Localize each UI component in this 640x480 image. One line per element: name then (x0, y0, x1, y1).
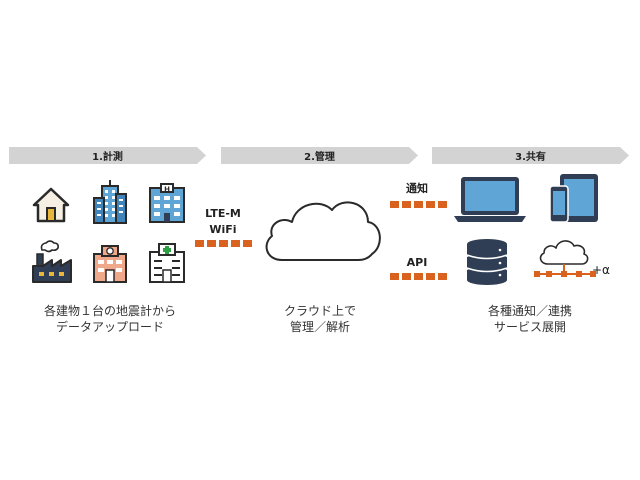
step-measure-banner: 1.計測 (9, 147, 206, 164)
share-caption-line2: サービス展開 (493, 320, 566, 334)
factory-icon (32, 240, 72, 283)
cloud-icon (265, 201, 381, 261)
share-caption-line1: 各種通知／連携 (487, 304, 572, 318)
hospital-building-icon (149, 243, 185, 283)
manage-caption-line2: 管理／解析 (289, 320, 350, 334)
api-connector (390, 273, 447, 280)
measure-caption-line2: データアップロード (55, 320, 164, 334)
manage-caption-line1: クラウド上で (283, 304, 356, 318)
notify-label: 通知 (406, 182, 428, 195)
svg-text:H: H (164, 186, 170, 194)
network-lte-label: LTE-M (205, 207, 241, 220)
step-manage-banner: 2.管理 (221, 147, 418, 164)
notify-connector (390, 201, 447, 208)
api-label: API (406, 256, 428, 269)
office-tower-icon (93, 180, 127, 224)
database-icon (466, 239, 508, 285)
tablet-phone-icon (549, 174, 598, 223)
network-wifi-label: WiFi (209, 223, 237, 236)
share-caption: 各種通知／連携 サービス展開 (470, 303, 590, 335)
clinic-building-icon (93, 245, 127, 283)
step-share-banner: 3.共有 (432, 147, 629, 164)
laptop-icon (454, 177, 526, 222)
plus-alpha-label: +α (592, 263, 610, 277)
network-label: LTE-M WiFi (197, 206, 249, 238)
measure-caption-line1: 各建物１台の地震計から (43, 304, 176, 318)
measure-caption: 各建物１台の地震計から データアップロード (20, 303, 200, 335)
house-icon (32, 187, 70, 223)
cloud-network-icon (534, 240, 596, 277)
hotel-building-icon: H (149, 183, 185, 223)
manage-caption: クラウド上で 管理／解析 (260, 303, 380, 335)
upload-connector (195, 240, 252, 247)
